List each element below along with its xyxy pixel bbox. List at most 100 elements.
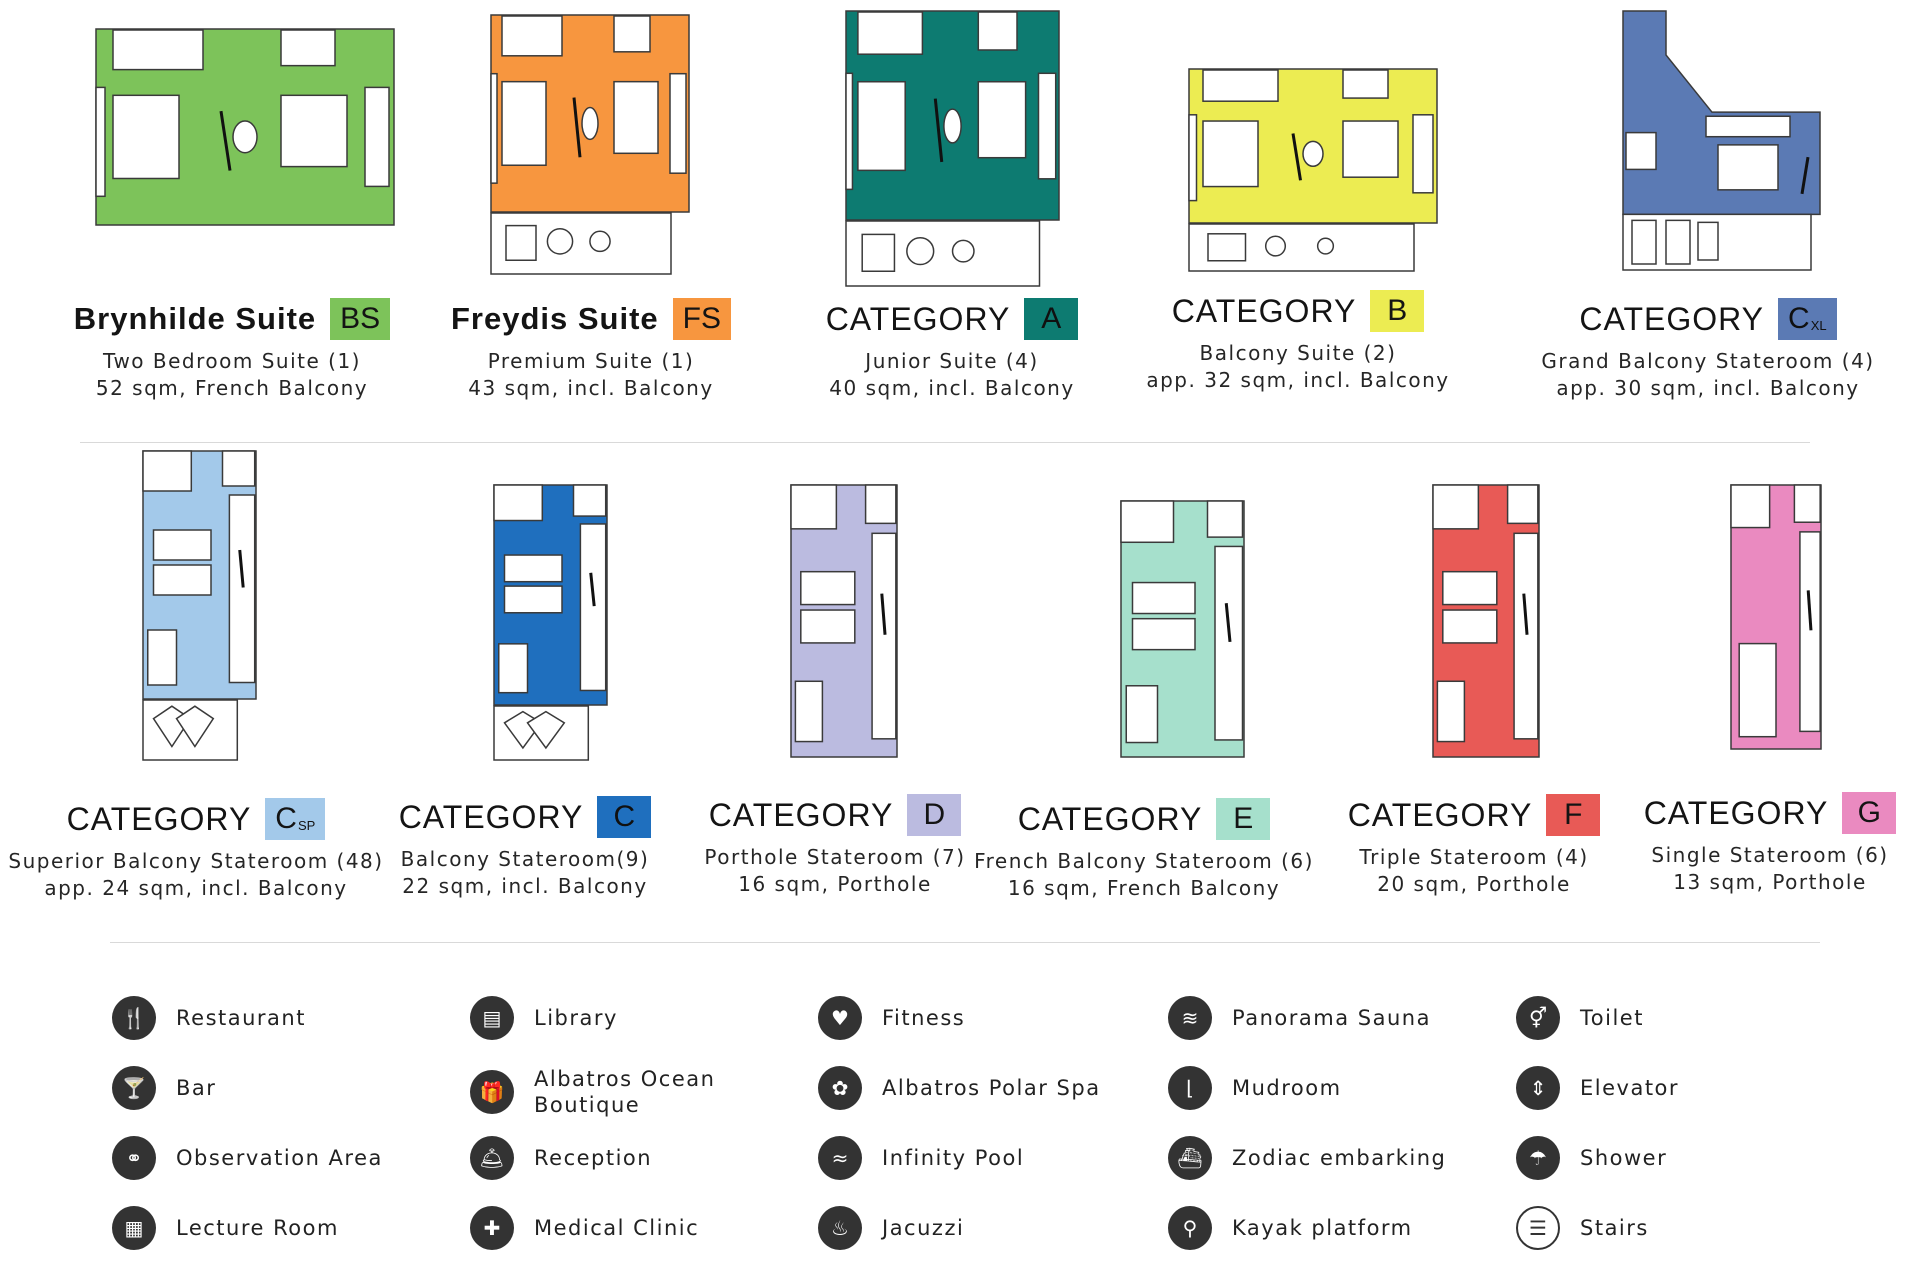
legend-label: Shower	[1580, 1146, 1668, 1170]
cabin-size: app. 30 sqm, incl. Balcony	[1556, 376, 1860, 400]
cabin-size: 20 sqm, Porthole	[1377, 872, 1571, 896]
category-badge: C	[597, 796, 652, 838]
library-icon: ▤	[470, 996, 514, 1040]
cabin-name: CATEGORY	[398, 798, 584, 835]
category-badge: D	[907, 794, 962, 836]
cabin-description: Grand Balcony Stateroom (4)	[1541, 349, 1875, 373]
legend-label: Fitness	[882, 1006, 966, 1030]
divider-top	[80, 442, 1810, 443]
category-badge: BS	[330, 298, 391, 340]
category-badge: FS	[672, 298, 732, 340]
cabin-size: 16 sqm, Porthole	[738, 872, 932, 896]
category-subscript: XL	[1810, 317, 1827, 333]
legend-label: Jacuzzi	[882, 1216, 965, 1240]
floor-plan-b	[1188, 68, 1438, 273]
boutique-icon: 🎁	[470, 1070, 514, 1114]
medical-icon: ✚	[470, 1206, 514, 1250]
legend-item: 🎁 Albatros Ocean Boutique	[470, 1066, 715, 1118]
pool-icon: ≈	[818, 1136, 862, 1180]
category-badge: F	[1546, 794, 1601, 836]
floor-plan-d	[790, 484, 898, 758]
cabin-name: CATEGORY	[66, 800, 252, 837]
spa-icon: ✿	[818, 1066, 862, 1110]
legend-label: Albatros Polar Spa	[882, 1076, 1101, 1100]
cabin-description: Premium Suite (1)	[487, 349, 695, 373]
cabin-size: 16 sqm, French Balcony	[1007, 876, 1281, 900]
legend-label: Elevator	[1580, 1076, 1680, 1100]
legend-label: Restaurant	[176, 1006, 306, 1030]
legend-item: ♥ Fitness	[818, 996, 965, 1040]
legend-label: Stairs	[1580, 1216, 1649, 1240]
cabin-name: CATEGORY	[1579, 300, 1765, 337]
sauna-icon: ≋	[1168, 996, 1212, 1040]
legend-item: ⚭Observation Area	[112, 1136, 383, 1180]
category-subscript: SP	[297, 817, 316, 833]
cabin-description: Superior Balcony Stateroom (48)	[8, 849, 384, 873]
legend-item: ☰ Stairs	[1516, 1206, 1649, 1250]
legend-item: ▤ Library	[470, 996, 618, 1040]
floor-plan-cxl	[1622, 10, 1822, 272]
cabin-description: Junior Suite (4)	[865, 349, 1039, 373]
cabin-name: CATEGORY	[1171, 292, 1357, 329]
observation-icon: ⚭	[112, 1136, 156, 1180]
fitness-icon: ♥	[818, 996, 862, 1040]
cabin-description: French Balcony Stateroom (6)	[974, 849, 1314, 873]
category-code: E	[1233, 802, 1254, 835]
floor-plan-c	[493, 484, 608, 762]
category-code: C	[1788, 302, 1810, 335]
legend-label: Infinity Pool	[882, 1146, 1025, 1170]
category-code: A	[1041, 302, 1062, 335]
zodiac-icon: ⛴	[1168, 1136, 1212, 1180]
legend-label: Library	[534, 1006, 618, 1030]
shower-icon: ☂	[1516, 1136, 1560, 1180]
divider-bottom	[110, 942, 1820, 943]
cabin-size: app. 24 sqm, incl. Balcony	[44, 876, 348, 900]
stairs-icon: ☰	[1516, 1206, 1560, 1250]
legend-item: ♨ Jacuzzi	[818, 1206, 964, 1250]
category-badge: B	[1370, 290, 1425, 332]
legend-label: Toilet	[1580, 1006, 1644, 1030]
legend-label: Albatros Ocean Boutique	[534, 1067, 716, 1117]
legend-label: Lecture Room	[176, 1216, 339, 1240]
reception-icon: 🛎	[470, 1136, 514, 1180]
bar-icon: 🍸	[112, 1066, 156, 1110]
category-code: C	[613, 800, 636, 833]
cabin-label-g: CATEGORY G Single Stateroom (6) 13 sqm, Por…	[1520, 792, 1920, 896]
mudroom-icon: ⌊	[1168, 1066, 1212, 1110]
cabin-name: Freydis Suite	[450, 301, 659, 336]
legend-item: ⛴Zodiac embarking	[1168, 1136, 1446, 1180]
cabin-description: Porthole Stateroom (7)	[704, 845, 966, 869]
legend-item: ⇕ Elevator	[1516, 1066, 1679, 1110]
category-code: C	[275, 802, 297, 835]
legend-item: 🍴 Restaurant	[112, 996, 306, 1040]
legend-item: ≈ Infinity Pool	[818, 1136, 1024, 1180]
cabin-name: CATEGORY	[1643, 794, 1829, 831]
legend-item: ⌊Mudroom	[1168, 1066, 1342, 1110]
jacuzzi-icon: ♨	[818, 1206, 862, 1250]
cabin-name: CATEGORY	[708, 796, 894, 833]
legend-item: ⚲Kayak platform	[1168, 1206, 1413, 1250]
floor-plan-a	[845, 10, 1060, 288]
category-code: BS	[340, 302, 381, 335]
cabin-description: Single Stateroom (6)	[1651, 843, 1889, 867]
legend-label: Medical Clinic	[534, 1216, 700, 1240]
legend-label: Reception	[534, 1146, 653, 1170]
category-badge: G	[1842, 792, 1897, 834]
legend-item: 🛎 Reception	[470, 1136, 652, 1180]
legend-item: ▦ Lecture Room	[112, 1206, 339, 1250]
cabin-description: Triple Stateroom (4)	[1359, 845, 1589, 869]
legend-item: ✚ Medical Clinic	[470, 1206, 699, 1250]
elevator-icon: ⇕	[1516, 1066, 1560, 1110]
cabin-size: 13 sqm, Porthole	[1673, 870, 1867, 894]
restaurant-icon: 🍴	[112, 996, 156, 1040]
lecture-room-icon: ▦	[112, 1206, 156, 1250]
legend-label: Panorama Sauna	[1232, 1006, 1431, 1030]
